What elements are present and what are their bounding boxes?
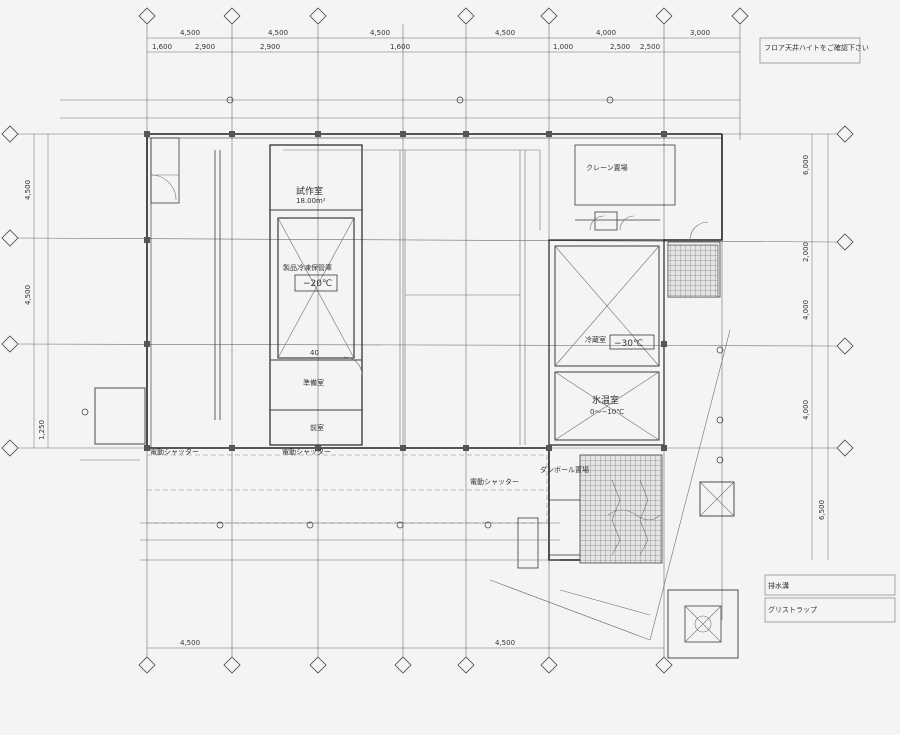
dim-right-2: 2,000 [802, 242, 810, 262]
notes: フロア天井ハイトをご確認下さい 排水溝 グリストラップ [764, 43, 869, 614]
grid-bubbles-right [836, 125, 854, 457]
label-crane-room: クレーン置場 [586, 163, 628, 172]
dim-top-4: 4,500 [495, 29, 515, 37]
detail-box [667, 589, 739, 659]
dim-sub-5: 1,000 [553, 43, 573, 51]
dim-right-5: 6,500 [818, 500, 826, 520]
pit-symbol [699, 481, 735, 517]
label-shutter-1: 電動シャッター [150, 447, 199, 456]
note-bottom-right-2: グリストラップ [768, 605, 817, 614]
label-shutter-2: 電動シャッター [282, 447, 331, 456]
label-ice-temp: 0〜−10℃ [590, 408, 624, 416]
door-swings [150, 174, 709, 376]
stair-symbol [607, 479, 661, 556]
note-boxes [759, 37, 896, 623]
dim-sub-3: 2,900 [260, 43, 280, 51]
label-frozen-storage: 製品冷凍保管庫 [283, 263, 332, 272]
dim-top-3: 4,500 [370, 29, 390, 37]
label-cardboard: ダンボール置場 [540, 465, 589, 474]
dimension-top: 4,500 4,500 4,500 4,500 4,000 3,000 1,60… [147, 29, 740, 53]
label-frozen-temp: −20℃ [303, 279, 332, 289]
dim-left-1: 4,500 [24, 180, 32, 200]
interior-walls [94, 137, 721, 569]
dimension-bottom: 4,500 4,500 [147, 639, 664, 649]
dim-right-1: 6,000 [802, 155, 810, 175]
room-labels: 試作室 18.00m² 製品冷凍保管庫 −20℃ 40 準備室 前室 クレーン置… [150, 163, 643, 486]
note-bottom-right-1: 排水溝 [768, 581, 789, 590]
dim-left-3: 1,250 [38, 420, 46, 440]
label-ice-room: 氷温室 [592, 394, 619, 406]
dim-left-2: 4,500 [24, 285, 32, 305]
label-trial-room-area: 18.00m² [296, 197, 326, 205]
label-front-room: 前室 [310, 423, 324, 432]
label-prep-room: 準備室 [303, 378, 324, 387]
dim-sub-2: 2,900 [195, 43, 215, 51]
grid-bubbles-top [138, 7, 749, 25]
fixtures [81, 96, 724, 529]
grid-bubbles-left [1, 125, 19, 457]
dimension-left: 4,500 4,500 1,250 [24, 134, 49, 448]
note-top-right: フロア天井ハイトをご確認下さい [764, 43, 869, 52]
dimension-right: 6,000 2,000 4,000 4,000 6,500 [802, 134, 829, 560]
dim-sub-7: 2,500 [640, 43, 660, 51]
dim-top-5: 4,000 [596, 29, 616, 37]
label-trial-room: 試作室 [296, 185, 323, 197]
utility-runs [60, 99, 740, 641]
label-shutter-3: 電動シャッター [470, 477, 519, 486]
label-frozen-area: 40 [310, 349, 319, 357]
dim-bottom-1: 4,500 [180, 639, 200, 647]
label-cold-room: 冷蔵室 [585, 335, 606, 344]
column-markers [144, 131, 667, 451]
dim-top-2: 4,500 [268, 29, 288, 37]
grid-bubbles-bottom [138, 656, 673, 674]
tile-area-1 [579, 244, 719, 564]
dim-sub-1: 1,600 [152, 43, 172, 51]
dim-top-6: 3,000 [690, 29, 710, 37]
dim-top-1: 4,500 [180, 29, 200, 37]
dim-right-4: 4,000 [802, 400, 810, 420]
dim-right-3: 4,000 [802, 300, 810, 320]
dim-sub-4: 1,600 [390, 43, 410, 51]
label-cold-temp: −30℃ [614, 339, 643, 349]
dim-bottom-2: 4,500 [495, 639, 515, 647]
dim-sub-6: 2,500 [610, 43, 630, 51]
